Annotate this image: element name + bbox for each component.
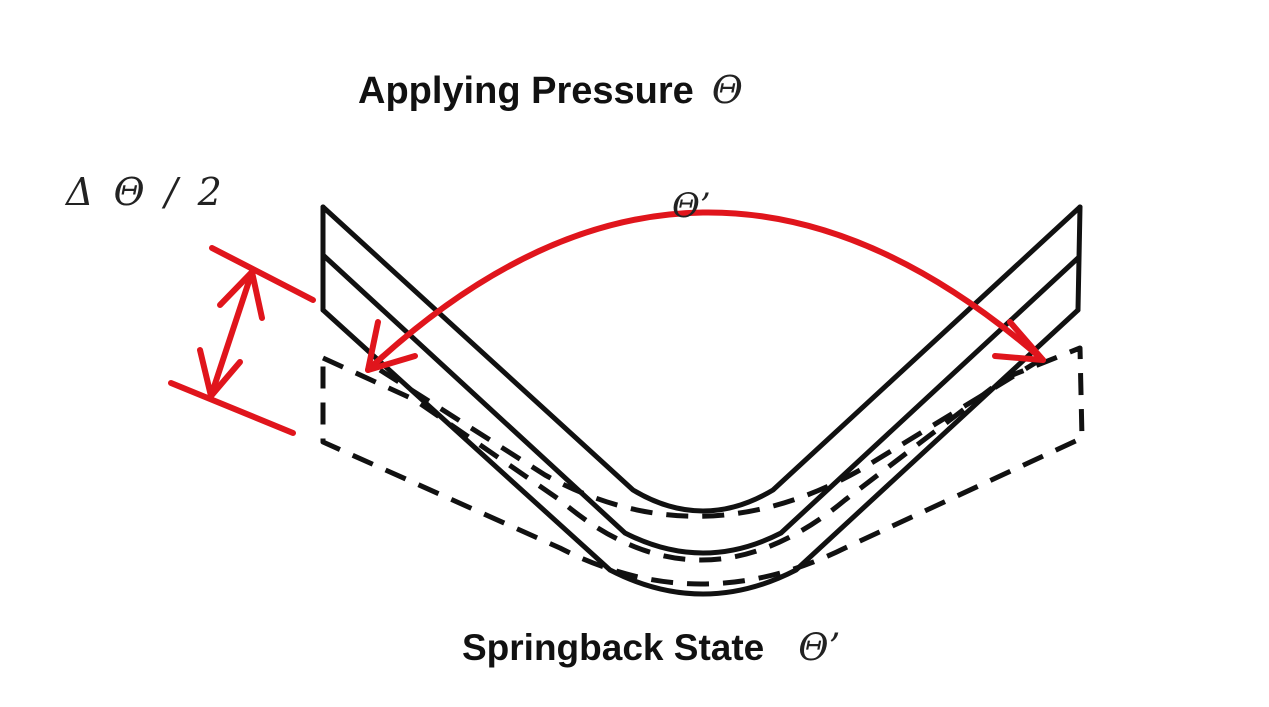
sheet-right-end (1075, 204, 1083, 313)
extension-line-lower (168, 380, 296, 436)
dimension-arrowhead-bottom (197, 347, 243, 399)
springback-text: Springback State (462, 627, 765, 668)
springback-outline (320, 345, 1085, 587)
arc-arrowhead-right (992, 319, 1046, 363)
springback-theta-symbol: Θ’ (798, 626, 841, 669)
springback-outer-dashed (320, 345, 1085, 587)
sheet-inner-line (320, 307, 1081, 597)
angle-theta-prime-label: Θ’ (672, 186, 711, 226)
dimension-arrowhead-top (217, 269, 265, 321)
diagram-title: Applying Pressure Θ (358, 68, 743, 113)
arc-arrowhead-left (365, 319, 418, 373)
title-theta-symbol: Θ (711, 68, 743, 112)
delta-theta-label: Δ Θ / 2 (66, 170, 226, 214)
springback-label: Springback State Θ’ (462, 626, 840, 669)
sheet-outer-line (320, 204, 1083, 514)
extension-line-upper (209, 245, 316, 303)
delta-dimension (168, 245, 316, 436)
sheet-middle-line (320, 252, 1081, 556)
title-text: Applying Pressure (358, 70, 694, 112)
pressed-sheet (320, 204, 1083, 597)
dimension-line (208, 269, 255, 399)
springback-inner-dashed (378, 357, 1042, 519)
angle-arc-curve (365, 209, 1046, 373)
angle-arc (365, 209, 1046, 373)
